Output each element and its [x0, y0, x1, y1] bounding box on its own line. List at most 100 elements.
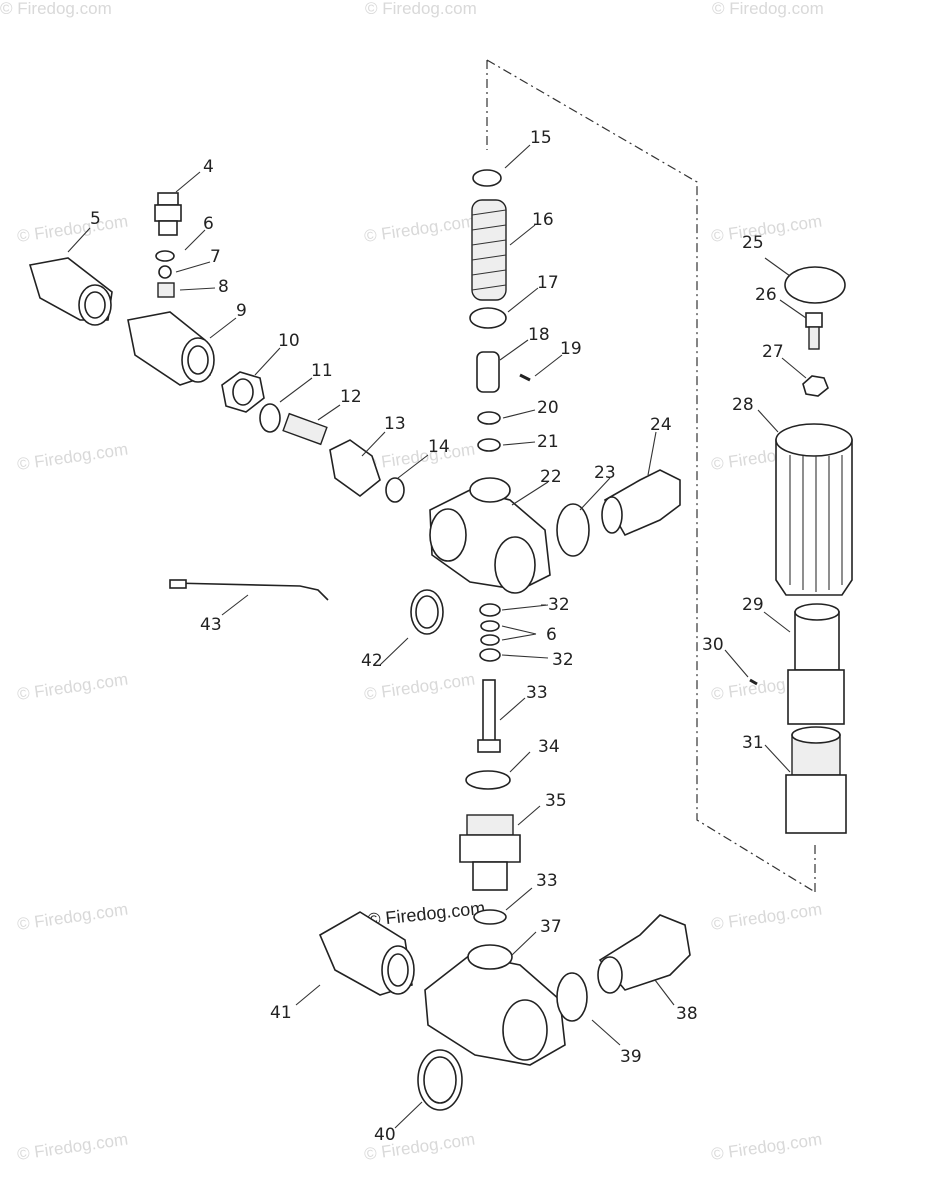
part-9-unloader-body [127, 311, 215, 386]
watermark: © Firedog.com [710, 900, 823, 934]
part-label: 19 [560, 339, 582, 359]
part-11-oring [259, 403, 281, 433]
part-26-screw [805, 312, 823, 350]
part-label: 40 [374, 1125, 396, 1145]
watermark: © Firedog.com [16, 212, 129, 246]
part-label: 42 [361, 651, 383, 671]
part-label: 9 [236, 301, 247, 321]
part-label: 5 [90, 209, 101, 229]
part-label: 6 [203, 214, 214, 234]
part-27-nut [802, 375, 829, 397]
part-6-oring [155, 250, 175, 262]
part-label: 27 [762, 342, 784, 362]
part-25-cap [784, 266, 846, 304]
parts [28, 169, 853, 1111]
part-19-pin [519, 373, 531, 382]
part-label: 28 [732, 395, 754, 415]
part-43-rod [171, 582, 329, 601]
part-13-piston [329, 439, 381, 498]
part-33-stem [477, 679, 501, 753]
part-label: 37 [540, 917, 562, 937]
part-label: 24 [650, 415, 672, 435]
part-label: 14 [428, 437, 450, 457]
part-31-fitting [785, 726, 847, 834]
part-label: 10 [278, 331, 300, 351]
part-label: 25 [742, 233, 764, 253]
center-watermark: © Firedog.com [366, 898, 486, 930]
part-7-ball [158, 265, 172, 279]
part-label: 15 [530, 128, 552, 148]
watermark: © Firedog.com [363, 440, 476, 474]
part-label: 33 [536, 871, 558, 891]
watermark: © Firedog.com [363, 212, 476, 246]
part-28-knob [775, 423, 853, 596]
watermark: © Firedog.com [0, 0, 112, 18]
watermark: © Firedog.com [365, 0, 477, 18]
part-24-banjo-bolt [601, 469, 681, 537]
part-17-disc [469, 307, 507, 329]
part-43-rod-end [169, 579, 187, 589]
part-label: 39 [620, 1047, 642, 1067]
part-label: 7 [210, 247, 221, 267]
part-label: 43 [200, 615, 222, 635]
part-label: 17 [537, 273, 559, 293]
part-label: 38 [676, 1004, 698, 1024]
part-40-washer-inner [423, 1056, 457, 1104]
part-37-valve-body [424, 944, 566, 1066]
part-label: 21 [537, 432, 559, 452]
part-labels: 4 5 6 7 8 9 10 11 12 13 14 15 16 17 18 1… [90, 128, 784, 1145]
part-label: 20 [537, 398, 559, 418]
part-22-valve-body [429, 477, 551, 594]
watermark: © Firedog.com [16, 670, 129, 704]
part-label: 29 [742, 595, 764, 615]
part-33-oring [473, 909, 507, 925]
part-16-spring [471, 199, 507, 301]
part-label: 13 [384, 414, 406, 434]
part-6-oring [480, 634, 500, 646]
part-32-oring [479, 603, 501, 617]
part-label: 41 [270, 1003, 292, 1023]
leader-lines [67, 144, 807, 1129]
part-label: 32 [552, 650, 574, 670]
part-18-sleeve [476, 351, 500, 393]
part-38-banjo-bolt [597, 914, 691, 994]
watermarks: © Firedog.com © Firedog.com © Firedog.co… [0, 0, 824, 1164]
part-label: 34 [538, 737, 560, 757]
part-30-pin [749, 678, 758, 686]
part-4-fitting [154, 192, 182, 236]
part-label: 6 [546, 625, 557, 645]
part-10-nut [221, 371, 265, 413]
part-39-washer [556, 972, 588, 1022]
part-42-washer-inner [415, 595, 439, 629]
watermark: © Firedog.com [363, 670, 476, 704]
part-label: 30 [702, 635, 724, 655]
watermark: © Firedog.com [16, 440, 129, 474]
part-14-oring [385, 477, 405, 503]
watermark: © Firedog.com [16, 1130, 129, 1164]
part-label: 26 [755, 285, 777, 305]
part-32-oring [479, 648, 501, 662]
part-label: 33 [526, 683, 548, 703]
part-6-oring [480, 620, 500, 632]
part-12-spring [282, 412, 328, 446]
part-label: 18 [528, 325, 550, 345]
part-label: 23 [594, 463, 616, 483]
part-label: 16 [532, 210, 554, 230]
part-29-fitting [787, 603, 845, 725]
part-23-washer [556, 503, 590, 557]
part-20-oring [477, 411, 501, 425]
watermark: © Firedog.com [712, 0, 824, 18]
part-5-coupler [28, 257, 113, 326]
part-label: 12 [340, 387, 362, 407]
part-21-oring [477, 438, 501, 452]
watermark: © Firedog.com [16, 900, 129, 934]
part-41-coupler [318, 911, 415, 996]
watermark: © Firedog.com [710, 212, 823, 246]
part-label: 4 [203, 157, 214, 177]
watermark: © Firedog.com [710, 1130, 823, 1164]
part-35-seat [459, 814, 521, 891]
part-label: 22 [540, 467, 562, 487]
part-label: 8 [218, 277, 229, 297]
part-label: 11 [311, 361, 333, 381]
